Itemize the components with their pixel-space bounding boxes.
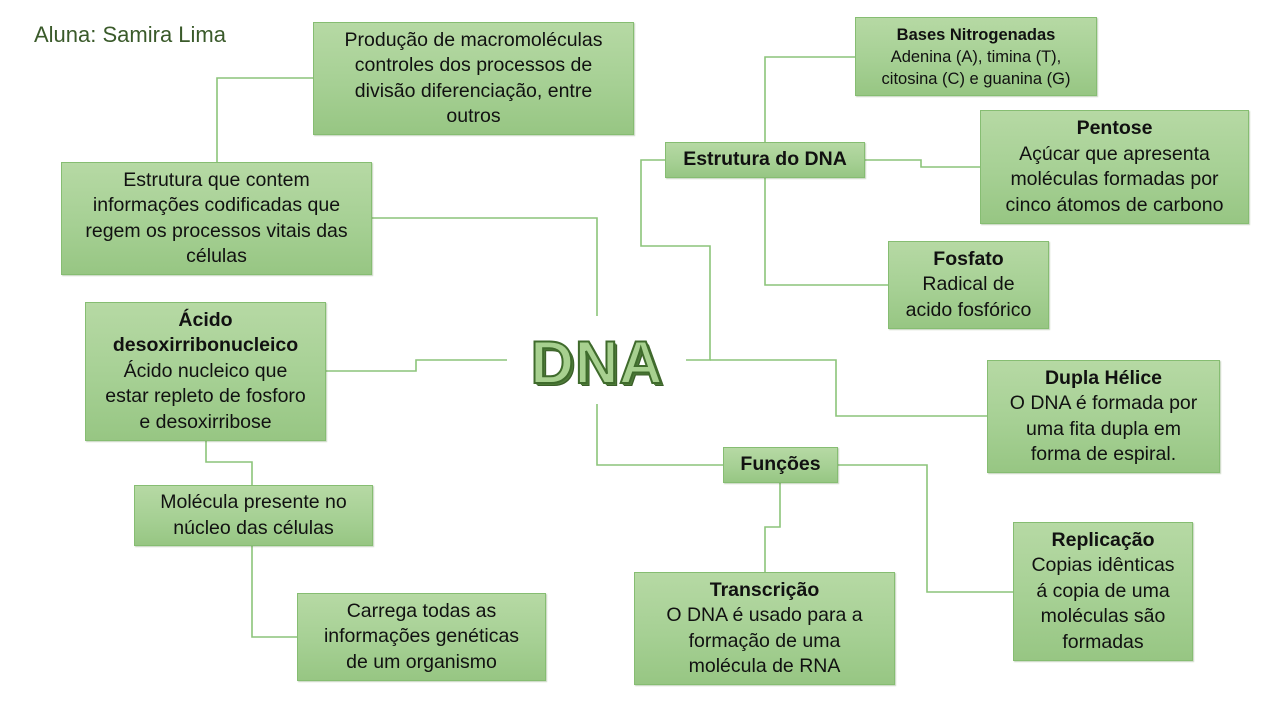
node-text: O DNA é formada por uma fita dupla em fo…: [1009, 392, 1198, 465]
node-text: Carrega todas as informações genéticas d…: [323, 599, 520, 673]
node-title: Bases Nitrogenadas: [896, 25, 1056, 44]
node-acido: Ácido desoxirribonucleico Ácido nucleico…: [85, 302, 326, 441]
node-funcoes: Funções: [723, 447, 838, 483]
node-molecula: Molécula presente no núcleo das células: [134, 485, 373, 546]
node-replicacao: Replicação Copias idênticas á copia de u…: [1013, 522, 1193, 661]
node-bases: Bases Nitrogenadas Adenina (A), timina (…: [855, 17, 1097, 96]
central-dna-title: DNA: [530, 328, 664, 397]
node-text: O DNA é usado para a formação de uma mol…: [666, 604, 863, 677]
node-dupla-helice: Dupla Hélice O DNA é formada por uma fit…: [987, 360, 1220, 473]
node-title: Ácido desoxirribonucleico: [112, 308, 299, 357]
author-label: Aluna: Samira Lima: [34, 22, 226, 47]
node-estrutura-info: Estrutura que contem informações codific…: [61, 162, 372, 275]
node-text: Copias idênticas á copia de uma molécula…: [1031, 554, 1175, 653]
node-title: Funções: [740, 453, 821, 476]
node-text: Ácido nucleico que estar repleto de fosf…: [105, 359, 306, 433]
node-text: Açúcar que apresenta moléculas formadas …: [1005, 142, 1224, 216]
node-title: Fosfato: [933, 247, 1004, 270]
node-carrega: Carrega todas as informações genéticas d…: [297, 593, 546, 681]
node-title: Transcrição: [709, 578, 820, 601]
node-fosfato: Fosfato Radical de acido fosfórico: [888, 241, 1049, 329]
node-pentose: Pentose Açúcar que apresenta moléculas f…: [980, 110, 1249, 224]
node-producao: Produção de macromoléculas controles dos…: [313, 22, 634, 135]
node-title: Dupla Hélice: [1044, 366, 1163, 389]
node-title: Pentose: [1076, 117, 1153, 139]
node-estrutura-dna: Estrutura do DNA: [665, 142, 865, 178]
node-title: Replicação: [1051, 528, 1155, 551]
node-title: Estrutura do DNA: [683, 148, 847, 171]
node-transcricao: Transcrição O DNA é usado para a formaçã…: [634, 572, 895, 685]
node-text: Adenina (A), timina (T), citosina (C) e …: [881, 47, 1071, 88]
node-text: Estrutura que contem informações codific…: [85, 168, 348, 268]
node-text: Produção de macromoléculas controles dos…: [344, 28, 603, 128]
node-text: Radical de acido fosfórico: [905, 273, 1032, 321]
node-text: Molécula presente no núcleo das células: [160, 491, 347, 539]
